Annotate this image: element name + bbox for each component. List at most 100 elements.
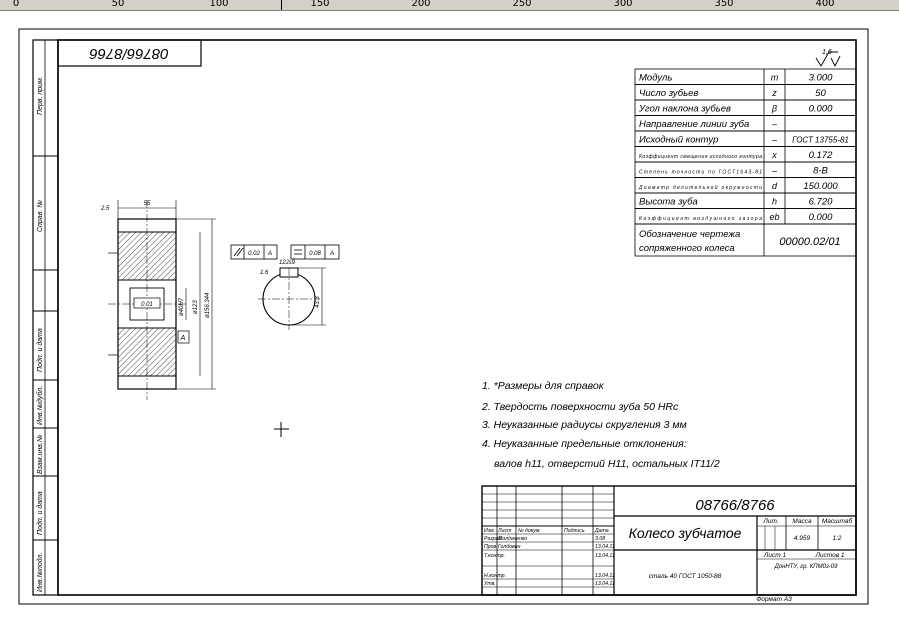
param-symbol: d <box>772 181 778 191</box>
note-line: 1. *Размеры для справок <box>482 380 605 392</box>
dim-flatness: 0.01 <box>141 302 153 308</box>
param-value: 50 <box>815 88 826 99</box>
title-block-cell: Молдаченко <box>498 536 527 542</box>
title-block-cell: Т.контр. <box>484 553 505 559</box>
note-line: 2. Твердость поверхности зуба 50 HRc <box>481 401 679 413</box>
side-label: Инв.№дубл. <box>36 386 44 425</box>
ruler-tick: 50 <box>111 0 125 9</box>
title-block-cell: 13.04.11 <box>595 573 615 579</box>
param-value: 8-В <box>813 166 828 177</box>
top-stamp-designation: 08766/8766 <box>89 45 169 62</box>
title-block-cell: Дата <box>594 528 609 534</box>
dim-dia-mid: ø123 <box>193 300 199 314</box>
param-value: 0.172 <box>809 150 833 161</box>
side-label: Подп. и дата <box>36 491 44 535</box>
param-value: ГОСТ 13755-81 <box>792 136 849 145</box>
param-name: Коэффициент воздушного зазора <box>639 216 762 222</box>
param-symbol: – <box>771 119 778 129</box>
param-value: 0.000 <box>809 104 833 115</box>
param-symbol: x <box>771 150 777 160</box>
param-value: 3.000 <box>809 73 833 84</box>
dim-small: 1.6 <box>260 270 269 276</box>
runout-datum: A <box>267 251 272 257</box>
title-block-cell: Разраб. <box>484 536 503 542</box>
param-symbol: z <box>771 88 777 98</box>
sheet-outer-border <box>18 28 869 605</box>
drawing-canvas[interactable]: Перв. прим. Справ. № Подп. и дата Инв.№д… <box>0 11 899 615</box>
title-block-cell: 3.08 <box>595 536 605 542</box>
param-name: Степень точности по ГОСТ1643-81 <box>639 170 762 176</box>
param-value: 0.000 <box>809 212 833 223</box>
parallel-datum: A <box>329 251 334 257</box>
lit-header: Лит. <box>762 518 778 525</box>
drawing-sheet: Перв. прим. Справ. № Подп. и дата Инв.№д… <box>18 28 869 605</box>
scale-header: Масштаб <box>822 517 853 525</box>
ruler-tick: 0 <box>12 0 20 9</box>
param-name: Угол наклона зубьев <box>638 104 731 115</box>
param-name: Модуль <box>639 73 672 84</box>
title-block-cell: 13.04.11 <box>595 581 615 587</box>
ruler-cursor-marker <box>281 0 282 10</box>
top-stamp: 08766/8766 <box>57 39 202 67</box>
crosshair-cursor <box>274 422 289 437</box>
title-block-cell: 13.04.11 <box>595 553 615 559</box>
sheets-total: Листов 1 <box>814 552 844 559</box>
parallel-tolerance-value: 0.08 <box>309 251 321 257</box>
param-value: 6.720 <box>809 197 833 208</box>
dim-keyway-depth: 43.3 <box>315 296 321 308</box>
dim-dia-outer: ø156.344 <box>205 292 211 318</box>
title-block-cell: Подпись <box>564 528 585 534</box>
title-block-cell: Н.контр. <box>484 573 506 579</box>
title-block-part-name: Колесо зубчатое <box>629 525 742 541</box>
param-symbol: β <box>771 104 777 114</box>
keyway-view: 43.3 12Js9 1.6 <box>258 260 326 330</box>
organization: ДонНТУ, гр. КПМ0з-09 <box>774 564 839 570</box>
roughness-value: 1,6 <box>822 49 832 56</box>
title-block-cell: Лист <box>497 528 512 534</box>
param-name: Высота зуба <box>639 197 698 208</box>
note-line: валов h11, отверстий H11, остальных IT11… <box>494 458 720 470</box>
title-block-cell: Утв. <box>484 581 496 587</box>
gear-section-view: 55 2.5 ø156.344 ø123 ø40H7 0.01 A <box>100 200 216 400</box>
dim-top-width: 55 <box>144 201 151 207</box>
title-block: 08766/8766 Колесо зубчатое сталь 40 ГОСТ… <box>481 485 857 603</box>
dim-dia-bore: ø40H7 <box>179 297 185 316</box>
title-block-cell: 13.04.11 <box>595 544 615 550</box>
param-symbol: – <box>771 166 778 176</box>
ruler-tick: 100 <box>209 0 229 9</box>
param-symbol: h <box>772 197 777 207</box>
runout-tolerance-value: 0.02 <box>248 251 260 257</box>
mating-label: сопряженного колеса <box>639 243 735 254</box>
mass-header: Масса <box>792 518 812 525</box>
param-value: 150.000 <box>803 181 838 192</box>
roughness-symbol: 1,6 <box>815 49 841 68</box>
dim-keyway-width: 12Js9 <box>279 260 296 266</box>
ruler-tick: 250 <box>512 0 532 9</box>
mating-label: Обозначение чертежа <box>639 229 740 240</box>
title-block-cell: Пров. <box>484 544 498 550</box>
ruler-tick: 300 <box>613 0 633 9</box>
param-name: Исходный контур <box>639 135 718 146</box>
mass-value: 4.959 <box>794 535 811 542</box>
title-block-cell: Голдовин <box>498 544 521 550</box>
ruler-tick: 350 <box>714 0 734 9</box>
format-label: Формат А3 <box>756 596 792 603</box>
sheet-number: Лист 1 <box>763 552 787 559</box>
side-label: Перв. прим. <box>37 76 44 115</box>
dim-chamfer: 2.5 <box>100 206 110 212</box>
ruler-tick: 400 <box>815 0 835 9</box>
side-label: Подп. и дата <box>36 328 44 372</box>
param-name: Коэффициент смещения исходного контура <box>639 154 762 160</box>
title-block-designation: 08766/8766 <box>695 497 775 514</box>
param-name: Направление линии зуба <box>639 119 749 130</box>
param-name: Число зубьев <box>639 88 698 99</box>
note-line: 3. Неуказанные радиусы скругления 3 мм <box>482 419 687 431</box>
title-block-cell: Изм. <box>484 528 495 534</box>
side-label: Взам.инв.№ <box>37 434 44 474</box>
note-line: 4. Неуказанные предельные отклонения: <box>482 438 687 450</box>
title-block-cell: № докум. <box>518 528 541 534</box>
side-label: Справ. № <box>37 200 44 232</box>
datum-label: A <box>180 335 186 342</box>
tolerance-frames: 0.02 A 0.08 A <box>230 244 340 260</box>
